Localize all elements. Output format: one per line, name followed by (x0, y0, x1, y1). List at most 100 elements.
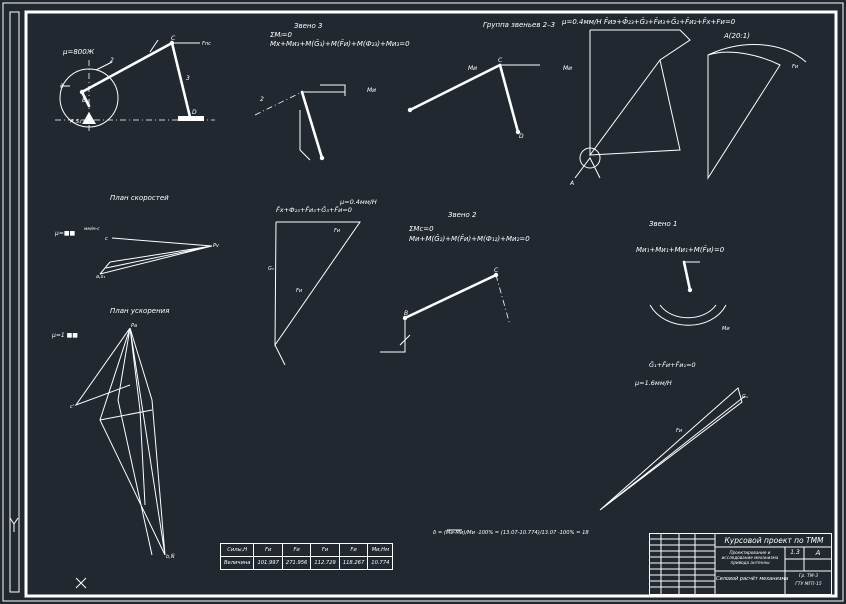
poly2-eq: Ḡ₁+F̄и+F̄и₁=0 (649, 360, 696, 369)
link2-c-label: C (494, 267, 499, 274)
table-header-cell: Fи (338, 543, 369, 557)
axis-mark-y (9, 517, 19, 532)
detail-force-label: Fи (792, 64, 799, 70)
force-polygon-1-base (574, 157, 601, 179)
group-joint-d (515, 129, 521, 135)
force-fpc-label: Fпс (202, 41, 211, 47)
poly2-f-label: Fи (676, 428, 683, 434)
poly1-label3: G₃ (268, 266, 274, 272)
mu-main-label: μ=800Ж (62, 48, 95, 56)
joint-b (79, 89, 85, 95)
link1-m-label: Mи (722, 326, 730, 332)
link2-b-label: B (404, 310, 408, 317)
support-d (178, 116, 204, 121)
group-title: Группа звеньев 2–3 (483, 21, 555, 29)
group-joint-b (407, 107, 413, 113)
link1-arcs (649, 304, 727, 326)
poly2-mu: μ=1.6мм/Н (634, 379, 672, 387)
velocity-mu: μ=■■ (54, 230, 76, 237)
point-d-label: D (192, 109, 197, 116)
table-header-cell: Fи (310, 543, 340, 557)
link2-num: 2 (110, 57, 114, 64)
link1-eq: Mи₁+Mи₁+Mи₁+M(F̄и)=0 (636, 245, 725, 254)
axis-mark-x (75, 577, 87, 589)
force-polygon-3: Ḡ₁+F̄и+F̄и₁=0 μ=1.6мм/Н G₁ Fи (599, 360, 748, 511)
mechanism-scheme: μ=800Ж A,S₁ B C D Fпс 3 2 1 (55, 35, 215, 132)
accel-mu: μ=1 ■■ (51, 332, 78, 339)
link2-hatch (495, 274, 511, 326)
group-eq: μ=0.4мм/Н F̄иэ+Ф̄₂₃+Ḡ₃+F̄и₃+Ḡ₂+F̄и₂+F̄x+… (561, 17, 736, 26)
point-a-label: A,S₁ (69, 119, 81, 125)
stamp-group: Гр. ТМ-3 (798, 574, 819, 579)
link1-bar (682, 260, 692, 292)
table-row-label: Величина (219, 556, 255, 570)
table-cell: 118.267 (338, 556, 369, 570)
link1-title: Звено 1 (649, 220, 677, 228)
velocity-plan-title: План скоростей (110, 194, 169, 202)
link3-moments (299, 84, 346, 161)
inner-frame (24, 10, 838, 598)
binding-strip (9, 11, 20, 593)
link-3 (170, 41, 192, 119)
poly1-lines (274, 221, 361, 366)
accel-pole-label: Pa (131, 323, 137, 329)
title-block-grid (649, 533, 832, 595)
group-mu2-label: Mи (563, 65, 572, 72)
table-header-cell: Силы,Н (219, 543, 255, 557)
detail-title: A(20:1) (723, 32, 750, 40)
velocity-polygon (99, 237, 213, 275)
link3-eq2: Mx+Mи₃+M(Ḡ₃)+M(F̄и)+M(Ф₂₃)+Mи₃=0 (270, 39, 410, 48)
table-header-cell: Fи (281, 543, 312, 557)
table-header-row: Силы,Н Fи Fи Fи Fи Mи,Нм (219, 543, 394, 557)
point-b-label: B (82, 97, 86, 104)
poly1-label1: Fи (334, 228, 341, 234)
group-d-label: D (519, 133, 524, 140)
acceleration-plan: План ускорения μ=1 ■■ Pa b,Ñ c' (51, 307, 175, 560)
title-block: Курсовой проект по ТММ Проектирование и … (649, 533, 832, 595)
detail-a: A(20:1) Fи (707, 32, 807, 180)
stamp-sheet-name: Силовой расчёт механизма (716, 576, 789, 582)
link-1 (80, 90, 91, 108)
link2-eq1: ΣMc=0 (409, 225, 434, 233)
force-polygon-1-a: A (569, 180, 574, 187)
group-mu-label: Mи (468, 65, 477, 72)
table-header-cell: Mи,Нм (367, 543, 394, 557)
poly1-eq: F̄x+Ф₂₃+F̄и₃+Ḡ₃+F̄и=0 (276, 205, 352, 214)
stamp-uni: ГТУ МГП-15 (795, 582, 822, 587)
link3-num2: 2 (260, 96, 264, 103)
accel-c-label: c' (70, 404, 74, 410)
link2-joint-b (402, 315, 408, 321)
link1-diagram: Звено 1 Mи₁+Mи₁+Mи₁+M(F̄и)=0 Mи (636, 220, 730, 332)
results-table: Силы,Н Fи Fи Fи Fи Mи,Нм Величина 101.99… (219, 543, 394, 570)
link2-eq2: Mи+M(Ḡ₂)+M(F̄и)+M(Ф₁₂)+Mи₂=0 (409, 234, 530, 243)
support-a (82, 112, 96, 124)
stamp-letter: А (815, 549, 821, 557)
group-c-label: C (498, 57, 503, 64)
force-polygon-1: A (569, 29, 691, 187)
accel-plan-title: План ускорения (110, 307, 169, 315)
link3-num: 3 (186, 75, 190, 82)
accel-end-label: b,Ñ (166, 553, 175, 560)
force-polygon-1-lines (589, 29, 691, 157)
stamp-title: Курсовой проект по ТММ (724, 536, 824, 545)
ticks (60, 39, 159, 87)
link3-mu-label: Mи (367, 87, 376, 94)
poly2-lines (599, 387, 746, 511)
group-link2 (408, 63, 502, 112)
velocity-mu-frac: мм/м·с (84, 226, 100, 232)
link2-joint-c (493, 272, 499, 278)
link3-hatch (254, 91, 303, 116)
stamp-subject: Проектирование и исследование механизма … (721, 550, 779, 565)
link2-support (380, 318, 411, 353)
link2-bar (403, 273, 498, 320)
table-cell: 101.997 (253, 556, 283, 570)
stamp-sheet-no: 1.3 (790, 549, 800, 556)
error-formula: δ = (Mи-Mи)/Mи ·100% = (13.07-10.774)/13… (433, 530, 589, 536)
link3-diagram: Звено 3 ΣMₗ=0 Mx+Mи₃+M(Ḡ₃)+M(F̄и)+M(Ф₂₃)… (254, 22, 410, 161)
link3-title: Звено 3 (294, 22, 322, 30)
detail-shape (707, 44, 807, 180)
velocity-c-label: c (105, 236, 108, 242)
